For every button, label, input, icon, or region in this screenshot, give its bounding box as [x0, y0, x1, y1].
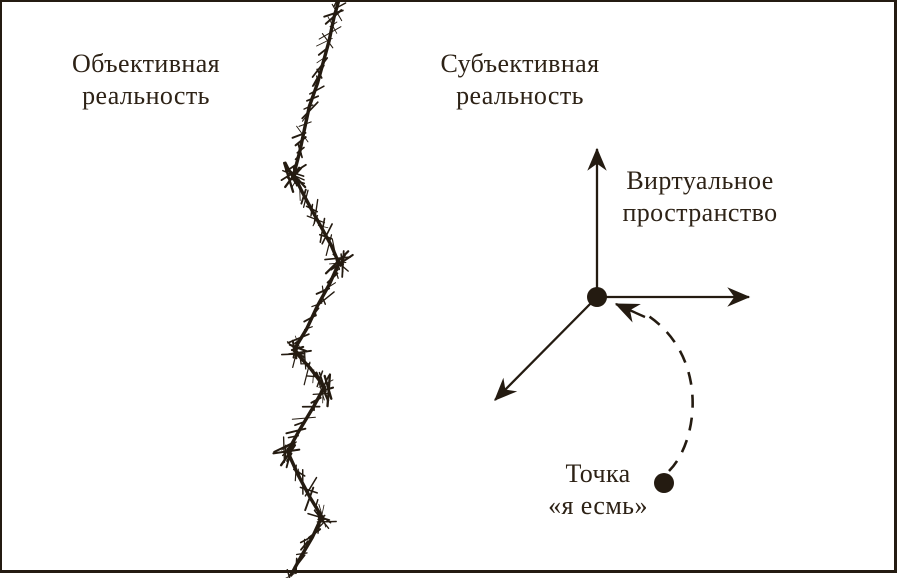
label-point-i-am: Точка «я есмь» [488, 458, 708, 522]
origin-dot [587, 287, 607, 307]
label-subjective-reality-line1: Субъективная [440, 49, 600, 78]
dashed-trajectory-arrowhead [614, 302, 646, 323]
label-subjective-reality: Субъективная реальность [410, 48, 630, 112]
label-virtual-space-line2: пространство [622, 198, 778, 227]
point-i-am-dot [654, 473, 674, 493]
label-objective-reality: Объективная реальность [36, 48, 256, 112]
label-subjective-reality-line2: реальность [456, 81, 584, 110]
label-virtual-space: Виртуальное пространство [590, 165, 810, 229]
axis-down-left-arrow [494, 296, 598, 401]
label-point-i-am-line2: «я есмь» [548, 491, 648, 520]
label-objective-reality-line2: реальность [82, 81, 210, 110]
torn-divider-line [272, 0, 354, 578]
label-virtual-space-line1: Виртуальное [626, 166, 774, 195]
dashed-trajectory-curve [646, 313, 694, 472]
label-objective-reality-line1: Объективная [72, 49, 220, 78]
label-point-i-am-line1: Точка [565, 459, 631, 488]
